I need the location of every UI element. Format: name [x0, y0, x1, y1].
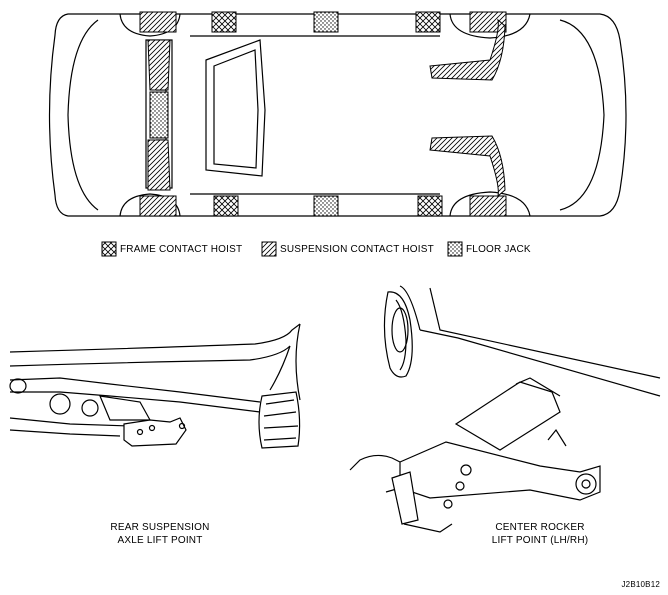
floor-jack-points [149, 11, 339, 217]
center-rocker-illustration [349, 285, 661, 533]
legend-frame-contact-hoist-label: FRAME CONTACT HOIST [120, 244, 243, 255]
suspension-contact-hoist-points [139, 11, 507, 217]
legend-floor-jack-label: FLOOR JACK [466, 244, 531, 255]
rear-suspension-caption-line2: AXLE LIFT POINT [117, 535, 203, 546]
rear-suspension-illustration [9, 323, 301, 449]
legend-suspension-swatch [261, 241, 277, 257]
legend-frame-swatch [101, 241, 117, 257]
figure-code: J2B10B12 [621, 580, 660, 589]
legend [101, 241, 463, 257]
legend-jack-swatch [447, 241, 463, 257]
vehicle-underside-view [48, 13, 627, 217]
center-rocker-caption-line1: CENTER ROCKER [495, 522, 585, 533]
frame-contact-hoist-points [211, 11, 443, 217]
legend-suspension-contact-hoist-label: SUSPENSION CONTACT HOIST [280, 244, 434, 255]
rear-suspension-caption-line1: REAR SUSPENSION [110, 522, 210, 533]
center-rocker-caption-line2: LIFT POINT (LH/RH) [491, 535, 589, 546]
